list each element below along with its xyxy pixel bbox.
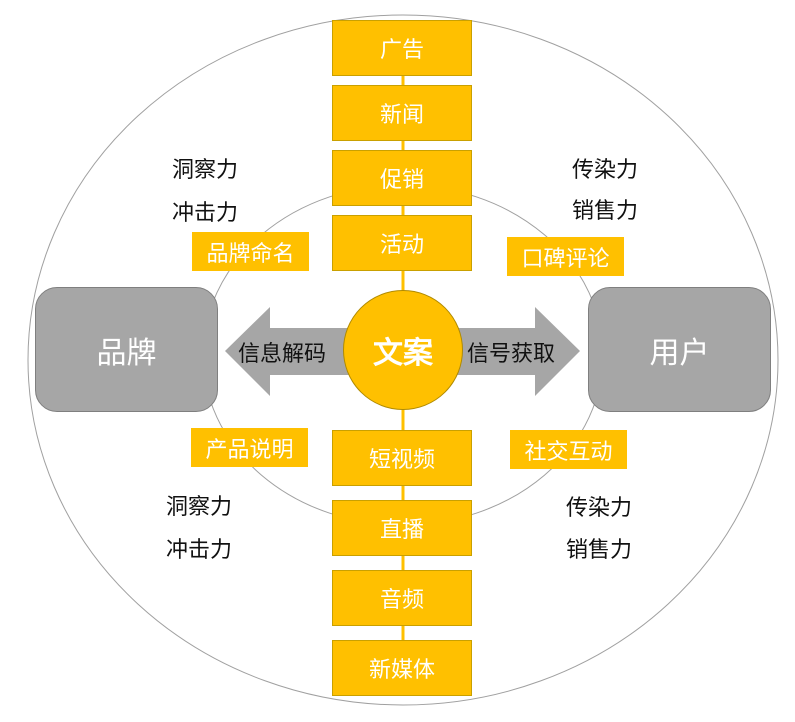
- trait-text: 洞察力: [166, 495, 233, 520]
- channel-box: 促销: [332, 150, 472, 206]
- channel-box: 音频: [332, 570, 472, 626]
- right-arrow-label: 信号获取: [467, 342, 556, 367]
- trait-text: 销售力: [566, 538, 633, 563]
- user-node: 用户: [588, 287, 771, 412]
- tag-top-right: 口碑评论: [507, 237, 624, 276]
- left-arrow-label: 信息解码: [238, 342, 327, 367]
- tag-bottom-right: 社交互动: [510, 430, 627, 469]
- trait-text: 冲击力: [166, 538, 233, 563]
- left-arrow: [225, 307, 350, 396]
- channel-box: 新媒体: [332, 640, 472, 696]
- trait-text: 传染力: [572, 158, 639, 183]
- brand-node: 品牌: [35, 287, 218, 412]
- channel-box: 广告: [332, 20, 472, 76]
- channel-box: 新闻: [332, 85, 472, 141]
- trait-text: 传染力: [566, 496, 633, 521]
- right-arrow: [456, 307, 580, 396]
- tag-bottom-left: 产品说明: [191, 428, 308, 467]
- trait-text: 冲击力: [172, 201, 239, 226]
- outer-ring: [27, 14, 779, 706]
- trait-text: 销售力: [572, 199, 639, 224]
- channel-box: 活动: [332, 215, 472, 271]
- channel-box: 直播: [332, 500, 472, 556]
- center-node: 文案: [343, 290, 463, 410]
- tag-top-left: 品牌命名: [192, 232, 309, 271]
- trait-text: 洞察力: [172, 158, 239, 183]
- channel-box: 短视频: [332, 430, 472, 486]
